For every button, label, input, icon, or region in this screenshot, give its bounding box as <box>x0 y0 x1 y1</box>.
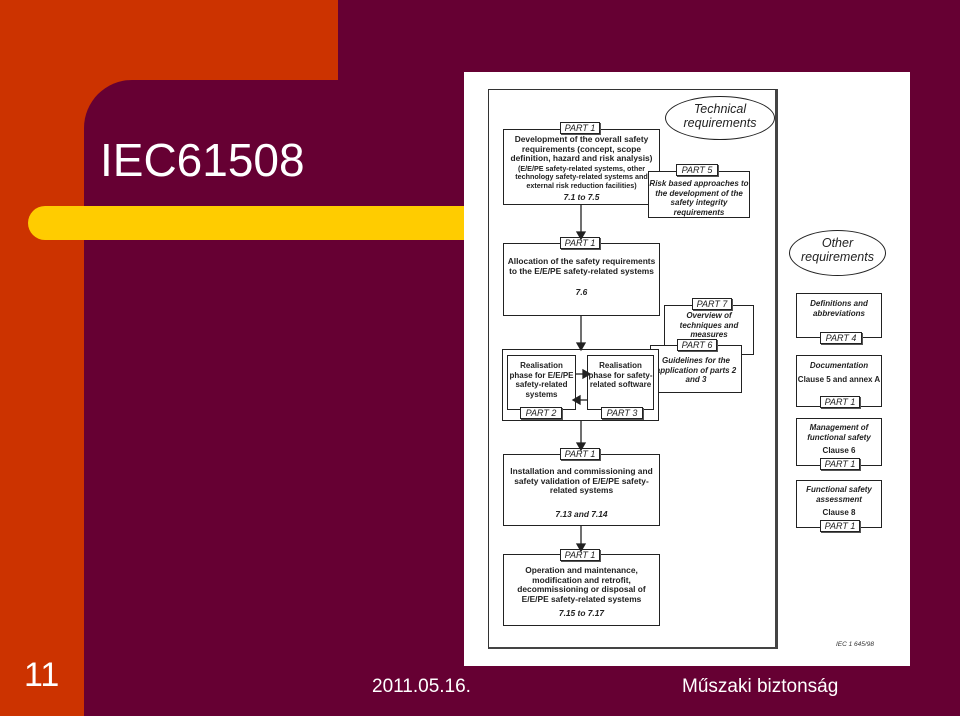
lifecycle-frame <box>488 89 778 649</box>
box4-part-label: PART 1 <box>560 549 600 561</box>
part2-label: PART 2 <box>520 407 562 419</box>
box-installation-validation: Installation and commissioning and safet… <box>503 454 660 526</box>
box4-text: Operation and maintenance, modification … <box>517 565 646 604</box>
box2-part-label: PART 1 <box>560 237 600 249</box>
box2-text: Allocation of the safety requirements to… <box>507 256 656 276</box>
oval-other-requirements: Other requirements <box>789 230 886 276</box>
box1-subtext: (E/E/PE safety-related systems, other te… <box>515 163 648 190</box>
box1-part-label: PART 1 <box>560 122 600 134</box>
management-part-label: PART 1 <box>820 458 860 470</box>
documentation-text: Documentation <box>809 361 869 370</box>
top-accent-block <box>0 0 338 80</box>
footer-date: 2011.05.16. <box>372 676 471 697</box>
part3-label: PART 3 <box>601 407 643 419</box>
box-overall-safety-requirements: Development of the overall safety requir… <box>503 129 660 205</box>
box-realisation-software: Realisation phase for safety-related sof… <box>587 355 654 410</box>
part7-label: PART 7 <box>692 298 732 310</box>
box-allocation: Allocation of the safety requirements to… <box>503 243 660 316</box>
footer-title: Műszaki biztonság <box>682 676 839 697</box>
documentation-part-label: PART 1 <box>820 396 860 408</box>
box-operation-maintenance: Operation and maintenance, modification … <box>503 554 660 626</box>
management-text: Management of functional safety <box>807 423 871 442</box>
box3-text: Installation and commissioning and safet… <box>510 466 653 496</box>
iec-reference: IEC 1 645/98 <box>836 641 874 648</box>
box4-ref: 7.15 to 7.17 <box>558 608 605 619</box>
header-background <box>338 0 960 80</box>
box3-ref: 7.13 and 7.14 <box>555 508 608 519</box>
left-accent-strip <box>0 0 84 716</box>
slide-title: IEC61508 <box>100 134 305 186</box>
part5-label: PART 5 <box>676 164 718 176</box>
box-part6-guidelines: Guidelines for the application of parts … <box>650 345 742 393</box>
box2-ref: 7.6 <box>575 287 588 298</box>
part4-label: PART 4 <box>820 332 862 344</box>
box-part5-risk-approaches: Risk based approaches to the development… <box>648 171 750 218</box>
box1-text: Development of the overall safety requir… <box>510 134 653 164</box>
oval-technical-requirements: Technical requirements <box>665 96 775 140</box>
management-clause: Clause 6 <box>822 446 856 456</box>
assessment-part-label: PART 1 <box>820 520 860 532</box>
box-realisation-hardware: Realisation phase for E/E/PE safety-rela… <box>507 355 576 410</box>
assessment-clause: Clause 8 <box>822 508 856 518</box>
slide-number: 11 <box>24 656 60 694</box>
box3-part-label: PART 1 <box>560 448 600 460</box>
corner-fill <box>140 80 340 160</box>
assessment-text: Functional safety assessment <box>806 485 872 504</box>
box1-ref: 7.1 to 7.5 <box>563 191 600 202</box>
box-definitions: Definitions and abbreviations <box>796 293 882 338</box>
part6-label: PART 6 <box>677 339 717 351</box>
documentation-clause: Clause 5 and annex A <box>797 374 881 384</box>
title-underline-bar <box>28 206 468 240</box>
